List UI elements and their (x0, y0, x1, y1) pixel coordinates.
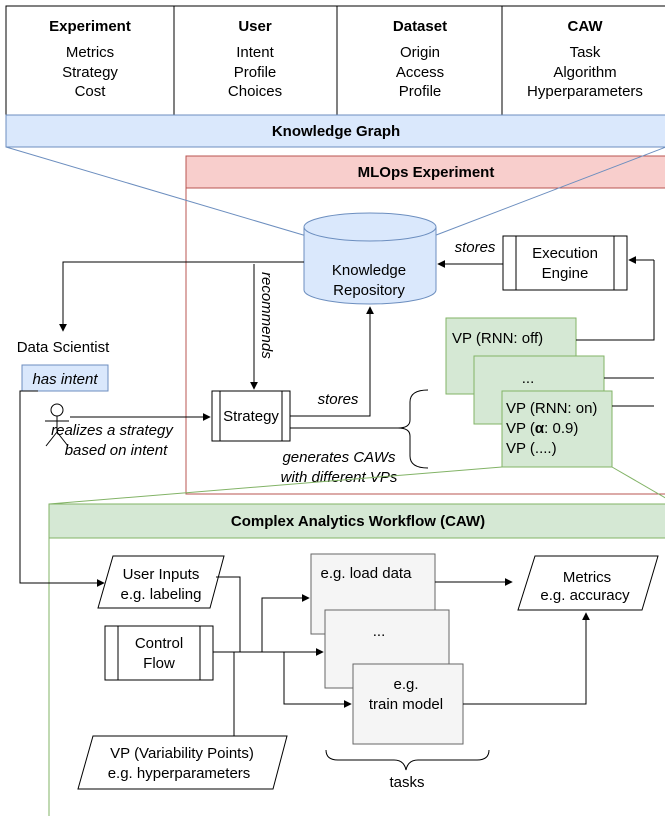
task-train-model-line2: train model (369, 696, 443, 713)
column-item: Hyperparameters (527, 83, 643, 100)
user-inputs-node (97, 555, 225, 609)
strategy-node: Strategy (211, 390, 291, 442)
knowledge-graph-bar (5, 114, 665, 148)
column-item: Profile (234, 64, 277, 81)
projection-line (5, 146, 311, 238)
column-item: Intent (236, 44, 274, 61)
task-train-model (352, 663, 464, 745)
repository-label-line1: Knowledge (332, 262, 406, 279)
control-flow-line1: Control (135, 635, 183, 652)
vp-line2: e.g. hyperparameters (108, 765, 251, 782)
knowledge-table-frame (5, 5, 665, 116)
vp-alpha-symbol: α (535, 420, 545, 437)
control-flow-node: Control Flow (104, 625, 214, 681)
tasks-label: tasks (389, 774, 424, 791)
scientist-to-inputs-arrow (19, 390, 105, 587)
repository-top (303, 212, 437, 242)
column-item: Metrics (66, 44, 114, 61)
intent-badge (21, 364, 109, 392)
column-item: Algorithm (553, 64, 616, 81)
vp-card-3-line1: VP (RNN: on) (506, 400, 597, 417)
knowledge-graph-label: Knowledge Graph (272, 123, 400, 140)
column-item: Choices (228, 83, 282, 100)
generates-label-line1: generates CAWs (282, 449, 396, 466)
generates-label-line2: with different VPs (281, 469, 398, 486)
caw-title: Complex Analytics Workflow (CAW) (231, 513, 485, 530)
recommends-label: recommends (258, 272, 275, 359)
execution-engine: Execution Engine (502, 235, 628, 291)
projection-line (611, 466, 665, 499)
task-ellipsis-label: ... (373, 623, 386, 640)
to-task3-arrow (283, 652, 352, 708)
mlops-experiment-title: MLOps Experiment (358, 164, 495, 181)
metrics-line1: Metrics (563, 569, 611, 586)
column-item: Origin (400, 44, 440, 61)
control-flow-box (104, 625, 214, 681)
metrics-line2: e.g. accuracy (540, 587, 630, 604)
task-train-model-line1: e.g. (393, 676, 418, 693)
column-header-experiment: Experiment (49, 18, 131, 35)
task-load-data-label: e.g. load data (321, 565, 413, 582)
vp-card-1-label: VP (RNN: off) (452, 330, 543, 347)
column-item: Strategy (62, 64, 118, 81)
vp-alpha-prefix: VP ( (506, 420, 535, 437)
projection-line (48, 466, 503, 505)
vp-card-3-line2: VP (α: 0.9) (506, 420, 578, 437)
column-header-dataset: Dataset (393, 18, 447, 35)
user-inputs-line1: User Inputs (123, 566, 200, 583)
column-header-user: User (238, 18, 272, 35)
repository-body (303, 227, 437, 305)
column-header-caw: CAW (568, 18, 604, 35)
caw-header (48, 503, 665, 539)
data-scientist-label: Data Scientist (17, 339, 110, 356)
repository-label-line2: Repository (333, 282, 405, 299)
vp-card-3-line3: VP (....) (506, 440, 557, 457)
execution-engine-box (502, 235, 628, 291)
vp-card-2-label: ... (522, 370, 535, 387)
column-item: Cost (75, 83, 107, 100)
vp-card-3 (501, 390, 613, 468)
stores-label-engine: stores (455, 239, 496, 256)
mlops-experiment-header (185, 155, 665, 189)
control-flow-line2: Flow (143, 655, 175, 672)
metrics-node (517, 555, 659, 611)
strategy-box (211, 390, 291, 442)
vp-line1: VP (Variability Points) (110, 745, 254, 762)
realizes-label-line2: based on intent (65, 442, 168, 459)
column-item: Profile (399, 83, 442, 100)
inputs-connector (216, 576, 241, 652)
stores-arrow-strategy (290, 306, 374, 417)
train-to-metrics-arrow (463, 612, 590, 705)
to-task1-arrow (261, 594, 310, 652)
intent-badge-label: has intent (32, 371, 98, 388)
user-inputs-line2: e.g. labeling (121, 586, 202, 603)
stick-figure-icon (45, 403, 69, 447)
column-item: Task (570, 44, 601, 61)
column-item: Access (396, 64, 444, 81)
execution-engine-label-line1: Execution (532, 245, 598, 262)
vp-cards: VP (RNN: off) ... VP (RNN: on) VP (α: 0.… (445, 317, 613, 468)
knowledge-repository: Knowledge Repository (303, 212, 437, 305)
realizes-label-line1: realizes a strategy (51, 422, 174, 439)
repository-to-scientist-arrow (59, 261, 304, 332)
vp-node (77, 735, 288, 790)
strategy-label: Strategy (223, 408, 279, 425)
vp-to-engine-line (576, 260, 655, 341)
tasks-brace (325, 749, 490, 771)
knowledge-table: Experiment Metrics Strategy Cost User In… (5, 5, 665, 116)
generates-brace (397, 389, 429, 469)
projection-line (430, 146, 665, 238)
stores-label-strategy: stores (318, 391, 359, 408)
execution-engine-label-line2: Engine (542, 265, 589, 282)
vp-alpha-suffix: : 0.9) (544, 420, 578, 437)
